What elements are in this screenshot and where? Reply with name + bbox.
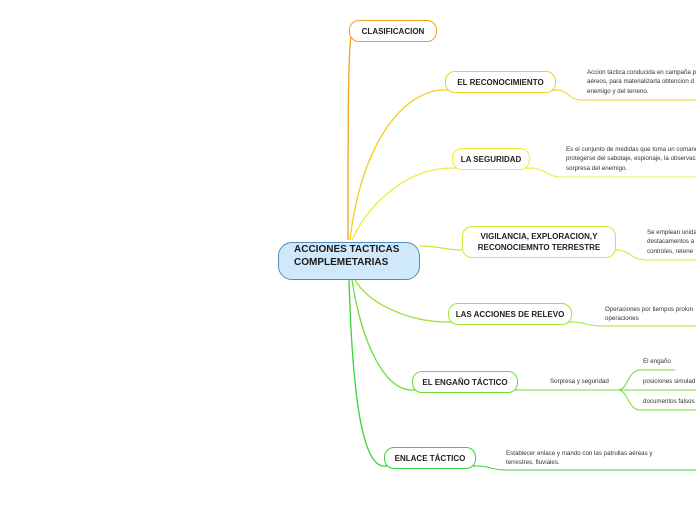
engano-child-3: documentos falsos bbox=[643, 398, 695, 405]
link-vigilancia bbox=[419, 245, 463, 251]
branch-seguridad-label: LA SEGURIDAD bbox=[460, 154, 522, 164]
note-line: protegerse del sabotaje, espionaje, la o… bbox=[566, 155, 696, 163]
branch-reconocimiento[interactable]: EL RECONOCIMIENTO bbox=[445, 71, 556, 93]
branch-relevo[interactable]: LAS ACCIONES DE RELEVO bbox=[448, 303, 572, 325]
note-line: terrestres, fluviales. bbox=[506, 459, 560, 467]
branch-engano-label: EL ENGAÑO TÁCTICO bbox=[422, 377, 508, 387]
note-vigilancia: Se emplean unida destacamentos a control… bbox=[647, 228, 696, 256]
engano-child-2: posiciones simulad bbox=[643, 378, 696, 385]
branch-vigilancia-label-line2: RECONOCIEMNTO TERRESTRE bbox=[477, 243, 601, 252]
link-clasificacion bbox=[347, 31, 353, 241]
link-enlace-note bbox=[475, 465, 696, 471]
root-node[interactable]: ACCIONES TACTICAS COMPLEMETARIAS bbox=[278, 242, 420, 280]
link-relevo bbox=[354, 279, 572, 323]
link-seguridad bbox=[351, 167, 530, 241]
link-enlace bbox=[348, 279, 476, 467]
link-vigilancia-note bbox=[615, 249, 696, 261]
note-line: operaciones bbox=[605, 315, 639, 323]
branch-enlace-label: ENLACE TÁCTICO bbox=[394, 453, 466, 463]
note-seguridad: Es el conjunto de medidas que toma un co… bbox=[566, 145, 696, 173]
branch-clasificacion-label: CLASIFICACION bbox=[361, 26, 425, 36]
note-enlace: Establecer enlace y mando con las patrul… bbox=[506, 449, 653, 468]
root-label-line1: ACCIONES TACTICAS bbox=[294, 244, 400, 255]
engano-child-1: El engaño bbox=[643, 358, 671, 365]
link-seguridad-note bbox=[529, 167, 696, 178]
branch-vigilancia[interactable]: VIGILANCIA, EXPLORACION,Y RECONOCIEMNTO … bbox=[462, 226, 616, 258]
note-line: Es el conjunto de medidas que toma un co… bbox=[566, 146, 696, 153]
note-line: Establecer enlace y mando con las patrul… bbox=[506, 450, 653, 457]
link-engano bbox=[351, 279, 518, 391]
link-engano-child1 bbox=[617, 369, 675, 391]
note-relevo: Operaciones por tiempos prolon operacion… bbox=[605, 305, 693, 324]
note-engano: Sorpresa y seguridad bbox=[550, 378, 609, 385]
link-engano-child3 bbox=[617, 389, 696, 411]
note-line: aéreos, para materializarla obtencion d bbox=[587, 78, 694, 86]
link-reconocimiento-note bbox=[555, 89, 696, 101]
branch-reconocimiento-label: EL RECONOCIMIENTO bbox=[457, 77, 544, 87]
branch-vigilancia-label-line1: VIGILANCIA, EXPLORACION,Y bbox=[480, 232, 598, 241]
note-line: Operaciones por tiempos prolon bbox=[605, 306, 694, 313]
link-relevo-note bbox=[571, 321, 696, 327]
note-line: sorpresa del enemigo. bbox=[566, 164, 628, 172]
branch-seguridad[interactable]: LA SEGURIDAD bbox=[452, 148, 530, 170]
branch-clasificacion[interactable]: CLASIFICACION bbox=[349, 20, 437, 42]
root-label-line2: COMPLEMETARIAS bbox=[294, 257, 389, 268]
link-reconocimiento bbox=[349, 89, 556, 241]
note-line: Accion táctica conducida en campaña p bbox=[587, 69, 696, 76]
note-line: Se emplean unida bbox=[647, 229, 696, 236]
branch-relevo-label: LAS ACCIONES DE RELEVO bbox=[455, 309, 565, 319]
note-line: enemigo y del terreno. bbox=[587, 87, 649, 95]
branch-enlace[interactable]: ENLACE TÁCTICO bbox=[384, 447, 476, 469]
branch-engano[interactable]: EL ENGAÑO TÁCTICO bbox=[412, 371, 518, 393]
note-reconocimiento: Accion táctica conducida en campaña p aé… bbox=[587, 68, 696, 96]
note-line: controles, retene bbox=[647, 247, 694, 255]
note-line: destacamentos a bbox=[647, 238, 695, 246]
